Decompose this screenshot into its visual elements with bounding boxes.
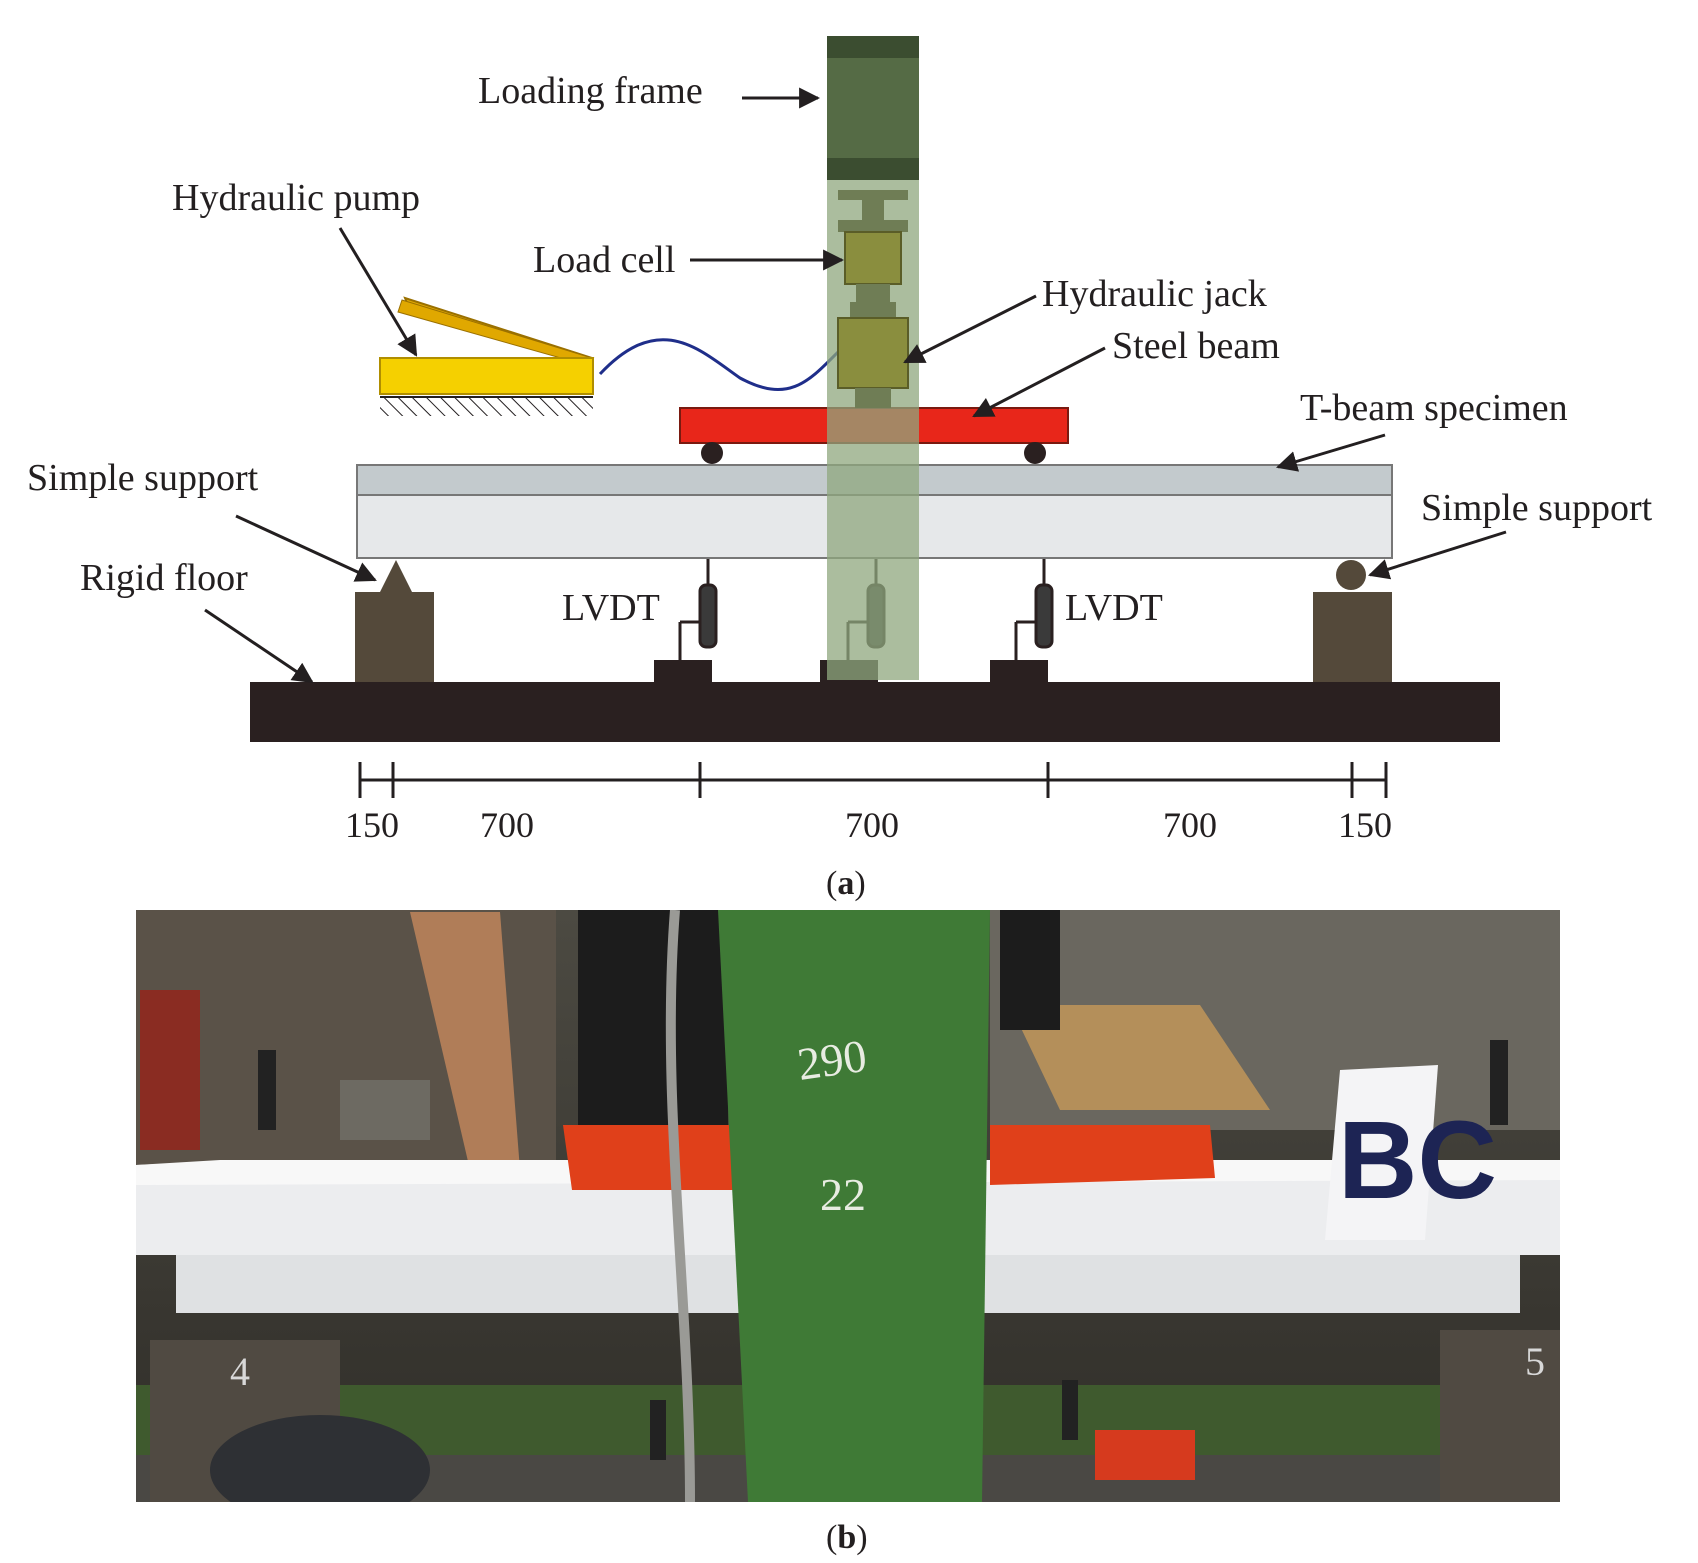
dimension-4: 700 xyxy=(1163,805,1217,845)
label-lvdt-right: LVDT xyxy=(1065,587,1163,629)
panel-a-schematic: Loading frame Hydraulic pump Load cell H… xyxy=(27,36,1653,902)
label-hydraulic-pump: Hydraulic pump xyxy=(172,177,420,219)
label-simple-support-left: Simple support xyxy=(27,457,259,499)
simple-support-left-pin xyxy=(355,560,434,682)
steel-beam-roller-right xyxy=(1024,442,1046,464)
caption-a: (a) xyxy=(826,865,866,902)
lvdt-base-left xyxy=(654,660,712,682)
label-hydraulic-jack: Hydraulic jack xyxy=(1042,273,1267,315)
lvdt-right xyxy=(1014,558,1054,660)
steel-beam-roller-left xyxy=(701,442,723,464)
hydraulic-jack xyxy=(837,317,909,389)
lvdt-left xyxy=(678,558,718,660)
load-cell xyxy=(844,231,902,285)
leader-simple-support-right xyxy=(1367,530,1507,580)
loading-frame xyxy=(827,36,919,180)
hydraulic-hose xyxy=(598,338,842,391)
dimension-5: 150 xyxy=(1338,805,1392,845)
label-steel-beam: Steel beam xyxy=(1112,325,1280,367)
simple-support-right-roller xyxy=(1313,560,1392,682)
label-simple-support-right: Simple support xyxy=(1421,487,1653,529)
dimension-1: 150 xyxy=(345,805,399,845)
pump-ground-hatch xyxy=(380,398,593,416)
label-lvdt-left: LVDT xyxy=(562,587,660,629)
hydraulic-pump xyxy=(379,296,595,416)
jack-ram xyxy=(855,388,891,408)
photo-steel-beam-right xyxy=(990,1125,1215,1185)
photo-cap xyxy=(210,1415,430,1502)
load-cell-assembly xyxy=(838,190,908,318)
leader-steel-beam xyxy=(972,346,1106,418)
sign-text: BC xyxy=(1338,1099,1497,1222)
rigid-floor xyxy=(250,682,1500,742)
svg-text:22: 22 xyxy=(820,1169,866,1220)
leader-simple-support-left xyxy=(235,514,377,582)
dimension-line xyxy=(358,762,1388,798)
leader-t-beam-specimen xyxy=(1275,433,1386,472)
label-rigid-floor: Rigid floor xyxy=(80,557,248,599)
photo-bc-sign xyxy=(1325,1065,1438,1240)
leader-hydraulic-pump xyxy=(338,227,418,357)
leader-rigid-floor xyxy=(204,608,314,684)
photo-steel-beam-left xyxy=(563,1125,735,1190)
photo-support-right xyxy=(1440,1330,1560,1502)
panel-b-photo: 4 5 290 22 BC (b) xyxy=(136,910,1560,1556)
dimension-2: 700 xyxy=(480,805,534,845)
label-t-beam-specimen: T-beam specimen xyxy=(1300,387,1568,429)
pump-body xyxy=(379,357,594,395)
support-mark-left: 4 xyxy=(230,1349,250,1394)
dimension-3: 700 xyxy=(845,805,899,845)
label-loading-frame: Loading frame xyxy=(478,70,703,112)
support-mark-right: 5 xyxy=(1525,1339,1545,1384)
photo-loading-column xyxy=(718,910,990,1502)
lvdt-base-right xyxy=(990,660,1048,682)
photo-chalk: 290 xyxy=(794,1030,869,1090)
label-load-cell: Load cell xyxy=(533,239,675,281)
caption-b: (b) xyxy=(826,1519,868,1556)
leader-hydraulic-jack xyxy=(903,294,1037,364)
